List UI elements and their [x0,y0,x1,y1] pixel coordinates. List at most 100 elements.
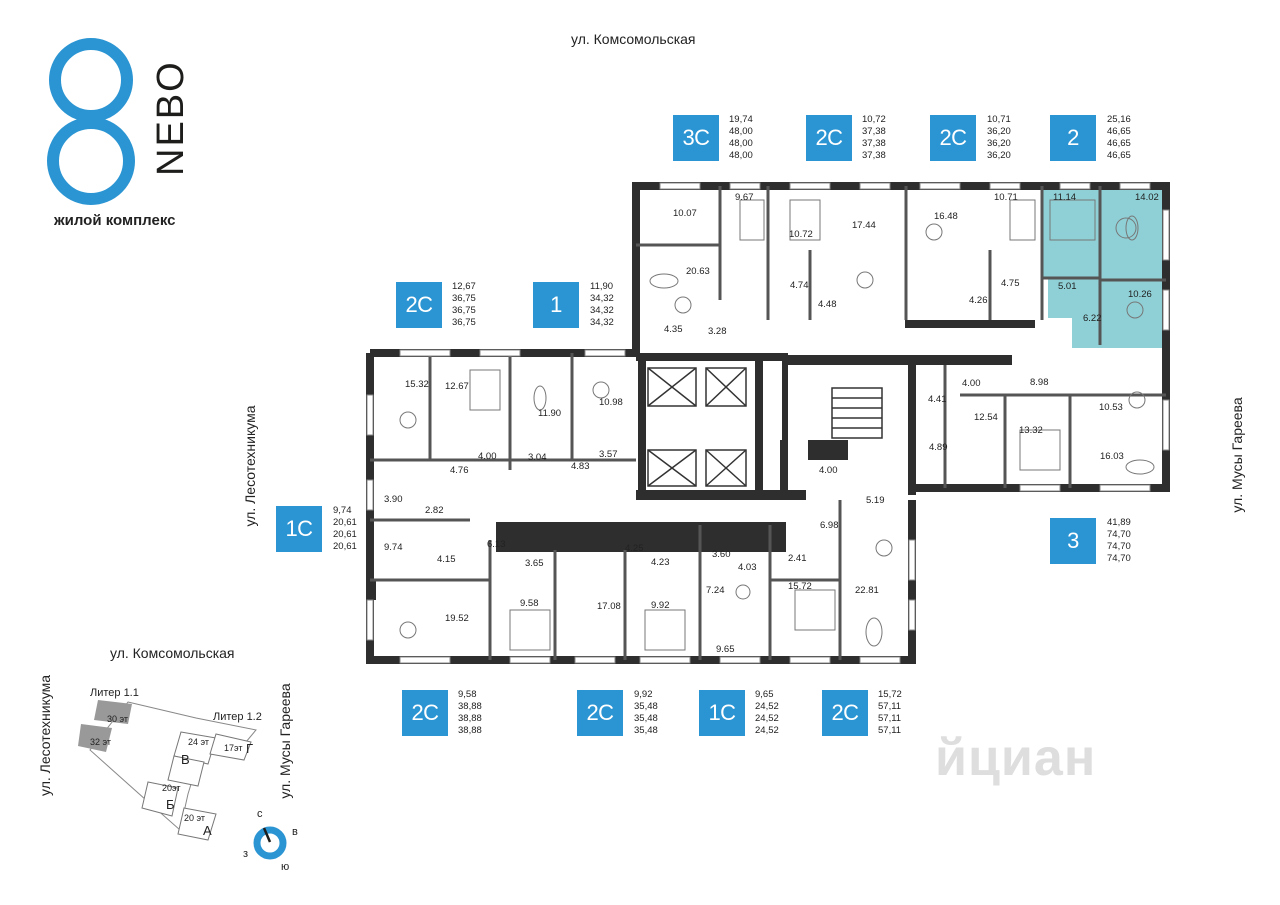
room-label: 15.32 [405,379,429,390]
room-label: 4.15 [437,554,456,565]
room-label: 15.72 [788,581,812,592]
compass-icon [253,826,287,860]
room-label: 10.07 [673,208,697,219]
room-label: 4.75 [1001,278,1020,289]
room-label: 4.25 [625,543,644,554]
room-label: 10.26 [1128,289,1152,300]
room-label: 6.98 [820,520,839,531]
room-label: 11.14 [1053,192,1077,203]
room-label: 4.83 [571,461,590,472]
logo-subtitle: жилой комплекс [54,212,176,229]
room-label: 5.01 [1058,281,1077,292]
room-label: 3.28 [708,326,727,337]
watermark: йциан [935,729,1097,787]
room-label: 4.48 [818,299,837,310]
site-map-liter-2: Литер 1.2 [213,711,262,723]
room-label: 13.32 [1019,425,1043,436]
logo-eight-icon [47,38,135,205]
room-label: 4.74 [790,280,809,291]
room-label: 3.60 [712,549,731,560]
room-label: 3.65 [525,558,544,569]
room-label: 2.82 [425,505,444,516]
room-label: 8.98 [1030,377,1049,388]
room-label: 19.52 [445,613,469,624]
site-map-street-top: ул. Комсомольская [110,645,235,661]
site-map-section-v: В [181,752,190,767]
room-label: 12.67 [445,381,469,392]
compass-east: в [292,826,298,838]
partitions [370,186,1166,660]
apartment-badge[interactable]: 1С [699,690,745,736]
room-label: 4.03 [738,562,757,573]
apartment-badge[interactable]: 2 [1050,115,1096,161]
apartment-badge[interactable]: 2С [930,115,976,161]
site-map-street-right: ул. Мусы Гареева [277,683,293,799]
highlighted-apartment [1042,188,1162,348]
room-label: 17.44 [852,220,876,231]
room-label: 4.00 [819,465,838,476]
room-label: 14.02 [1135,192,1159,203]
apartment-badge[interactable]: 2С [806,115,852,161]
site-map-floors-20a: 20эт [162,783,181,793]
site-map-street-left: ул. Лесотехникума [37,674,53,796]
room-label: 10.72 [789,229,813,240]
room-label: 3.90 [384,494,403,505]
apartment-badge[interactable]: 1 [533,282,579,328]
street-top-label: ул. Комсомольская [571,31,696,47]
room-label: 4.26 [969,295,988,306]
compass-north: с [257,808,263,820]
room-label: 9.58 [520,598,539,609]
apartment-badge[interactable]: 2С [822,690,868,736]
compass-west: з [243,848,249,860]
windows [366,182,1170,664]
site-map-liter-1: Литер 1.1 [90,687,139,699]
compass-south: ю [281,861,290,873]
room-label: 11.90 [538,408,562,419]
apartment-badge[interactable]: 3 [1050,518,1096,564]
apartment-badge[interactable]: 1С [276,506,322,552]
room-label: 17.08 [597,601,621,612]
furniture [399,199,1155,651]
room-label: 16.48 [934,211,958,222]
room-label: 22.81 [855,585,879,596]
room-label: 4.41 [928,394,947,405]
apartment-badge[interactable]: 2С [577,690,623,736]
room-label: 4.00 [478,451,497,462]
room-label: 4.00 [962,378,981,389]
room-label: 4.23 [651,557,670,568]
room-label: 3.57 [599,449,618,460]
room-label: 2.41 [788,553,807,564]
site-map-section-g: Г [246,741,254,756]
room-label: 5.19 [866,495,885,506]
site-map-section-b: Б [166,797,175,812]
apartment-badge[interactable]: 3С [673,115,719,161]
core-walls [370,320,1035,600]
room-label: 10.53 [1099,402,1123,413]
room-label: 9.65 [716,644,735,655]
room-label: 9.67 [735,192,754,203]
room-label: 4.89 [929,442,948,453]
room-label: 20.63 [686,266,710,277]
apartment-badge[interactable]: 2С [396,282,442,328]
room-label: 9.92 [651,600,670,611]
room-label: 10.98 [599,397,623,408]
room-label: 6.13 [487,539,506,550]
apartment-badge[interactable]: 2С [402,690,448,736]
room-label: 10.71 [994,192,1018,203]
room-label: 9.74 [384,542,403,553]
site-map-section-a: А [203,823,212,838]
room-label: 6.22 [1083,313,1102,324]
room-label: 16.03 [1100,451,1124,462]
site-map-floors-24: 24 эт [188,737,210,747]
